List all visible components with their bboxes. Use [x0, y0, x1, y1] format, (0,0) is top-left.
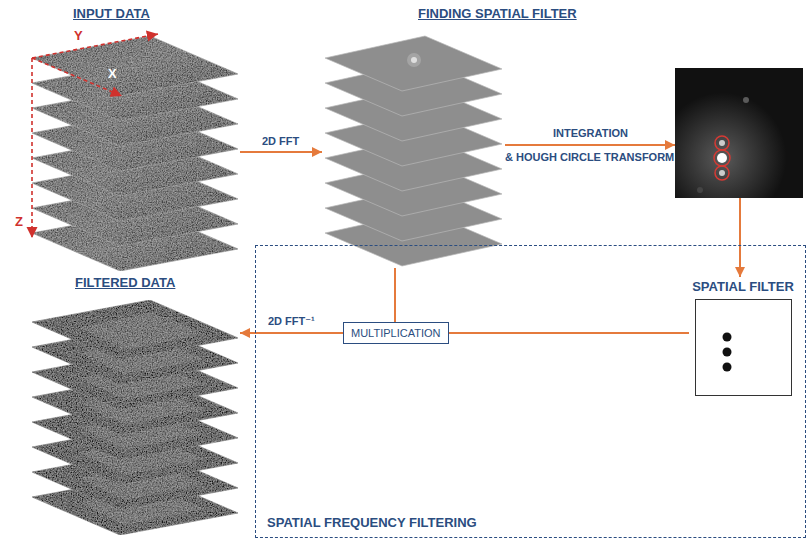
input-stack	[32, 36, 238, 271]
filtered-stack	[32, 300, 238, 535]
dashed-group: SPATIAL FREQUENCY FILTERING MULTIPLICATIO…	[255, 245, 806, 538]
flow-arrow	[394, 268, 396, 322]
section-heading: FILTERED DATA	[75, 275, 175, 290]
image-stack: FINDING SPATIAL FILTER	[322, 34, 505, 268]
filter-panel: SPATIAL FILTER	[689, 277, 797, 393]
axes	[32, 34, 158, 238]
image-stack: FILTERED DATA	[5, 300, 240, 535]
flow-arrow	[739, 198, 741, 277]
process-label: MULTIPLICATION	[351, 327, 440, 339]
flow-arrow	[449, 332, 689, 334]
flow-arrow	[505, 144, 675, 146]
axis-label: Z	[15, 214, 23, 229]
process-box: MULTIPLICATION	[343, 322, 449, 344]
fft-stack	[325, 36, 502, 266]
edge-label: 2D FFT	[259, 135, 302, 147]
spatial-filter-mask	[695, 299, 792, 396]
axis-label: X	[108, 66, 117, 81]
integrated-spectrum	[675, 68, 803, 198]
group-label: SPATIAL FREQUENCY FILTERING	[267, 515, 477, 530]
image-stack: INPUT DATA	[5, 34, 240, 272]
section-heading: INPUT DATA	[73, 6, 150, 21]
spectrum-image	[675, 68, 803, 198]
axis-label: Y	[74, 28, 83, 43]
panel-heading: SPATIAL FILTER	[692, 279, 794, 294]
edge-label: 2D FFT⁻¹	[265, 315, 318, 328]
filter-dots	[696, 300, 791, 395]
edge-label: & HOUGH CIRCLE TRANSFORM	[505, 151, 674, 163]
section-heading: FINDING SPATIAL FILTER	[418, 6, 577, 21]
flow-arrow	[240, 151, 322, 153]
edge-label: INTEGRATION	[550, 127, 631, 139]
